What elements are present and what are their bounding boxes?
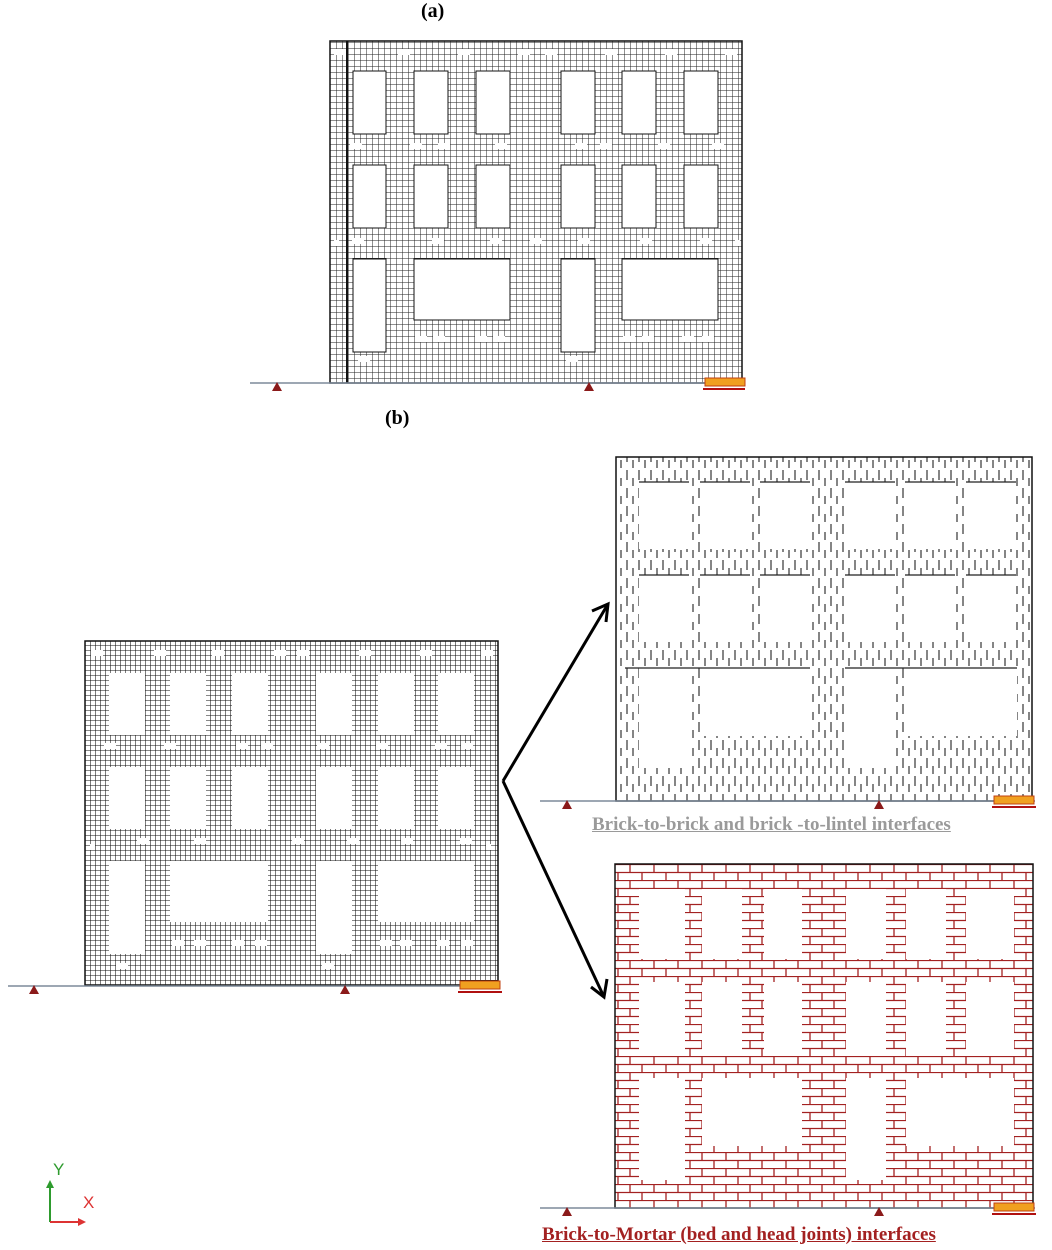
- panel-a-label: (a): [421, 0, 445, 22]
- panel-a-ground: [250, 377, 746, 391]
- axis-triad-icon: [46, 1180, 86, 1226]
- brick-interface-diagram: [540, 456, 1036, 809]
- mortar-interface-caption: Brick-to-Mortar (bed and head joints) in…: [542, 1224, 936, 1245]
- load-plate-icon: [993, 1202, 1035, 1212]
- panel-b-ground: [8, 980, 502, 994]
- load-plate-icon: [459, 980, 501, 990]
- panel-b-label: (b): [385, 407, 410, 429]
- x-axis-label: X: [83, 1193, 95, 1212]
- brick-interface-caption: Brick-to-brick and brick -to-lintel inte…: [592, 814, 951, 835]
- panel-a-mesh: [329, 40, 743, 384]
- load-plate-icon: [704, 377, 746, 387]
- load-plate-icon: [993, 795, 1035, 805]
- arrow-to-mortar-interfaces: [501, 780, 609, 1000]
- arrow-to-brick-interfaces: [501, 601, 610, 782]
- mortar-interface-diagram: [540, 863, 1036, 1216]
- panel-b-mesh: [84, 640, 499, 986]
- y-axis-label: Y: [53, 1160, 65, 1179]
